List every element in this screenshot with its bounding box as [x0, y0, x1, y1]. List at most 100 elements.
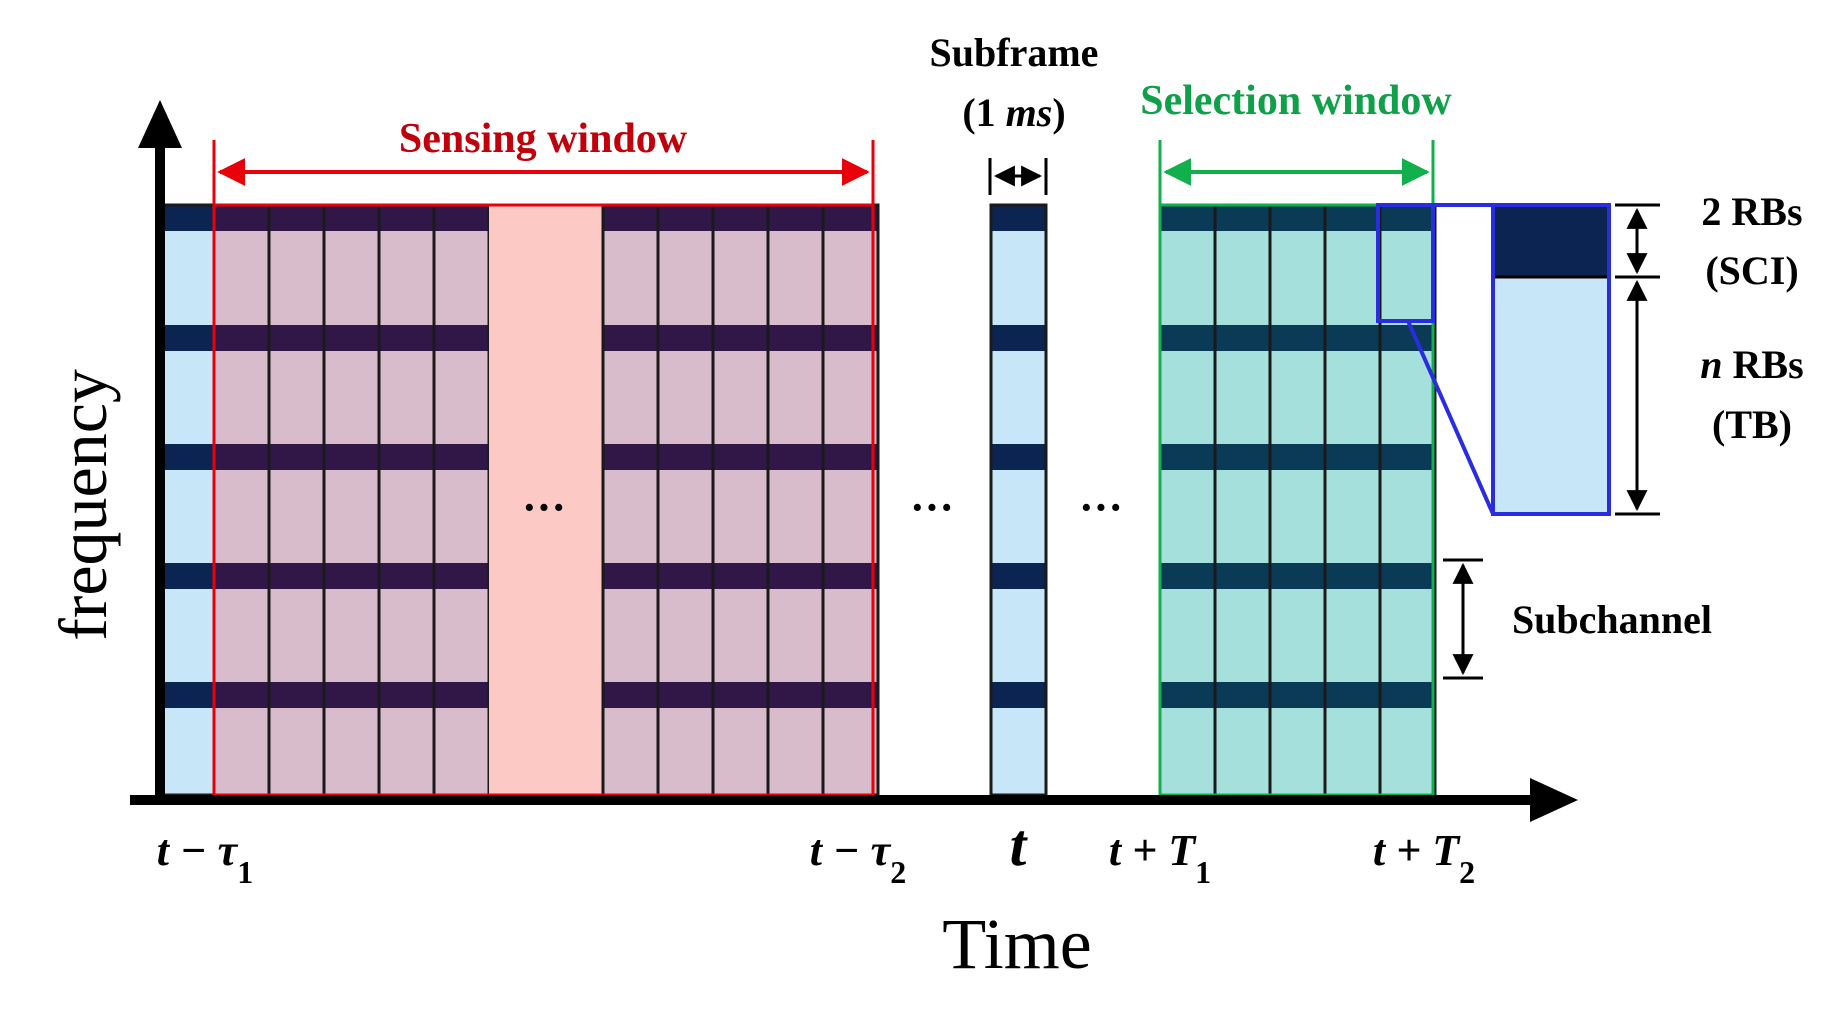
sci-region: [1215, 325, 1270, 351]
sci-region: [214, 205, 269, 231]
sci-region: [160, 563, 215, 589]
tb-rb-name: (TB): [1712, 402, 1792, 447]
sci-region: [823, 444, 878, 470]
subframe-duration: (1 ms): [962, 90, 1065, 135]
sci-region: [991, 444, 1046, 470]
time-mark-t-minus-tau1: t − τ1: [157, 826, 253, 890]
sci-region: [1380, 682, 1435, 708]
sci-region: [1380, 444, 1435, 470]
sci-region: [379, 205, 434, 231]
sci-region: [603, 563, 658, 589]
sci-region: [658, 563, 713, 589]
sci-region: [160, 205, 215, 231]
subframe-column: [1213, 203, 1272, 797]
sci-region: [768, 325, 823, 351]
sci-region: [1270, 444, 1325, 470]
sci-region: [713, 325, 768, 351]
sci-region: [991, 205, 1046, 231]
sci-region: [269, 682, 324, 708]
sci-region: [214, 682, 269, 708]
subframe-column: [989, 203, 1048, 797]
subframe-annotation: Subframe (1 ms): [930, 30, 1099, 195]
sci-region: [1380, 563, 1435, 589]
sci-region: [768, 444, 823, 470]
sci-region: [324, 563, 379, 589]
sci-region: [324, 325, 379, 351]
sci-region: [434, 563, 489, 589]
pre-subframe-ellipsis: ···: [910, 483, 954, 532]
selection-window-label: Selection window: [1140, 78, 1452, 124]
sci-region: [991, 325, 1046, 351]
sci-region: [1215, 563, 1270, 589]
time-axis-label: Time: [942, 904, 1091, 984]
subchannel-annotation: Subchannel: [1443, 558, 1712, 680]
sci-region: [1270, 325, 1325, 351]
sci-region: [713, 682, 768, 708]
sci-rb-name: (SCI): [1705, 248, 1798, 293]
sci-region: [823, 563, 878, 589]
sci-region: [1380, 325, 1435, 351]
sensing-gap-ellipsis: ···: [522, 483, 566, 532]
sci-region: [269, 563, 324, 589]
sci-region: [1215, 444, 1270, 470]
sci-region: [1160, 325, 1215, 351]
sci-region: [214, 563, 269, 589]
time-mark-t-plus-T2: t + T2: [1373, 826, 1475, 890]
subframe-column: [1268, 203, 1327, 797]
subframe-column: [1158, 203, 1217, 797]
time-mark-t-minus-tau2: t − τ2: [810, 826, 906, 890]
sci-region: [1325, 325, 1380, 351]
sci-region: [823, 682, 878, 708]
sci-region: [324, 444, 379, 470]
sci-region: [1325, 563, 1380, 589]
subframe-title: Subframe: [930, 30, 1099, 75]
subframe-column: [711, 203, 770, 797]
sci-region: [160, 325, 215, 351]
axes: [130, 100, 1578, 822]
sci-region: [1380, 205, 1435, 231]
resource-grid: [158, 203, 1437, 797]
zoom-source-box: [1376, 203, 1435, 323]
sci-region: [1325, 444, 1380, 470]
sci-region: [991, 563, 1046, 589]
sci-region: [434, 325, 489, 351]
sci-region: [1160, 682, 1215, 708]
sci-region: [379, 563, 434, 589]
sci-region: [658, 205, 713, 231]
resource-block-zoom: [1376, 203, 1611, 516]
sci-region: [160, 444, 215, 470]
sci-region: [603, 444, 658, 470]
sci-region: [768, 682, 823, 708]
sci-region: [1325, 682, 1380, 708]
subframe-column: [158, 203, 217, 797]
sci-region: [603, 325, 658, 351]
sci-region: [434, 682, 489, 708]
sci-region: [823, 205, 878, 231]
subframe-column: [1378, 203, 1437, 797]
post-subframe-ellipsis: ···: [1079, 483, 1123, 532]
sci-region: [324, 682, 379, 708]
sci-region: [823, 325, 878, 351]
sci-region: [1215, 682, 1270, 708]
sci-region: [603, 205, 658, 231]
sci-region: [160, 682, 215, 708]
zoom-detail-box: [1491, 203, 1611, 516]
sci-region: [1160, 563, 1215, 589]
subframe-column: [821, 203, 880, 797]
zoom-tb-block: [1493, 277, 1609, 514]
sci-region: [214, 325, 269, 351]
sci-region: [768, 205, 823, 231]
tb-rb-count: n RBs: [1700, 342, 1803, 387]
rb-dimension-annotation: 2 RBs (SCI) n RBs (TB): [1615, 189, 1804, 516]
sci-region: [269, 325, 324, 351]
subframe-column: [322, 203, 381, 797]
frequency-axis-arrowhead-icon: [138, 100, 182, 148]
sci-region: [658, 444, 713, 470]
sci-region: [269, 205, 324, 231]
subframe-column: [766, 203, 825, 797]
sci-region: [1270, 682, 1325, 708]
sci-region: [1325, 205, 1380, 231]
subframe-column: [432, 203, 491, 797]
sci-rb-count: 2 RBs: [1701, 189, 1802, 234]
